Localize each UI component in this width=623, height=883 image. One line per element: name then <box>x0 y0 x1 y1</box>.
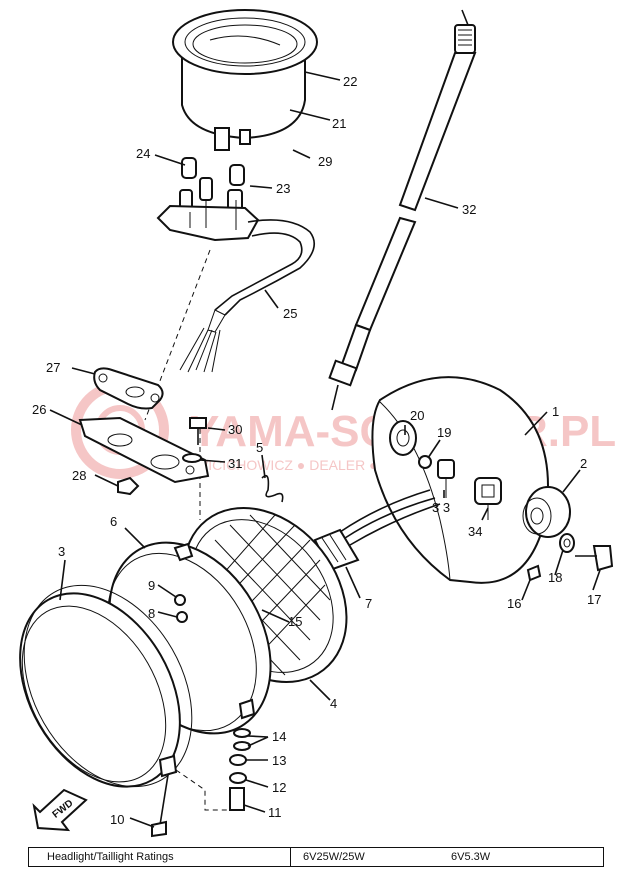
callout-29: 29 <box>318 154 332 169</box>
callout-15: 15 <box>288 614 302 629</box>
callout-20: 20 <box>410 408 424 423</box>
callout-5: 5 <box>256 440 263 455</box>
ratings-table: Headlight/Taillight Ratings 6V25W/25W 6V… <box>28 847 604 867</box>
callout-10: 10 <box>110 812 124 827</box>
bracket-27 <box>93 367 164 410</box>
callout-24: 24 <box>136 146 150 161</box>
callout-32: 32 <box>462 202 476 217</box>
callout-27: 27 <box>46 360 60 375</box>
taillight-rating: 6V5.3W <box>451 851 491 863</box>
callout-2: 2 <box>580 456 587 471</box>
screw-16 <box>526 564 542 582</box>
washer-31 <box>182 453 202 463</box>
fwd-arrow: FWD <box>32 788 88 832</box>
callout-1: 1 <box>552 404 559 419</box>
callout-19: 19 <box>437 425 451 440</box>
bolt-30 <box>189 417 207 445</box>
callout-34: 34 <box>468 524 482 539</box>
callout-17: 17 <box>587 592 601 607</box>
callout-21: 21 <box>332 116 346 131</box>
washer-18 <box>559 533 575 553</box>
callout-18: 18 <box>548 570 562 585</box>
callout-26: 26 <box>32 402 46 417</box>
bulb-sockets <box>156 157 260 242</box>
screw-10 <box>151 774 169 838</box>
callout-11: 11 <box>268 805 282 820</box>
bolt-17 <box>575 545 614 572</box>
callout-22: 22 <box>343 74 357 89</box>
speedometer <box>172 9 318 151</box>
outer-rim <box>19 584 193 788</box>
callout-12: 12 <box>272 780 286 795</box>
speedo-cable <box>328 9 477 411</box>
nut-28 <box>117 476 140 496</box>
callout-13: 13 <box>272 753 286 768</box>
callout-23: 23 <box>276 181 290 196</box>
callout-33: 3 3 <box>432 500 450 515</box>
leader-lines <box>49 71 601 828</box>
headlight-shell <box>371 376 549 584</box>
callout-4: 4 <box>330 696 337 711</box>
callouts: 22 21 24 29 23 32 25 27 26 20 1 30 19 5 … <box>32 74 601 827</box>
callout-3: 3 <box>58 544 65 559</box>
headlight-rating: 6V25W/25W <box>303 851 365 863</box>
gasket-26 <box>78 416 210 484</box>
grommet-2 <box>522 486 571 538</box>
callout-16: 16 <box>507 596 521 611</box>
callout-30: 30 <box>228 422 242 437</box>
callout-14: 14 <box>272 729 286 744</box>
ratings-label: Headlight/Taillight Ratings <box>29 848 291 866</box>
callout-9: 9 <box>148 578 155 593</box>
callout-28: 28 <box>72 468 86 483</box>
callout-31: 31 <box>228 456 242 471</box>
callout-6: 6 <box>110 514 117 529</box>
callout-25: 25 <box>283 306 297 321</box>
callout-7: 7 <box>365 596 372 611</box>
wire-harness <box>179 219 316 373</box>
callout-8: 8 <box>148 606 155 621</box>
spring-5 <box>261 474 284 503</box>
hardware-stack <box>175 728 251 811</box>
